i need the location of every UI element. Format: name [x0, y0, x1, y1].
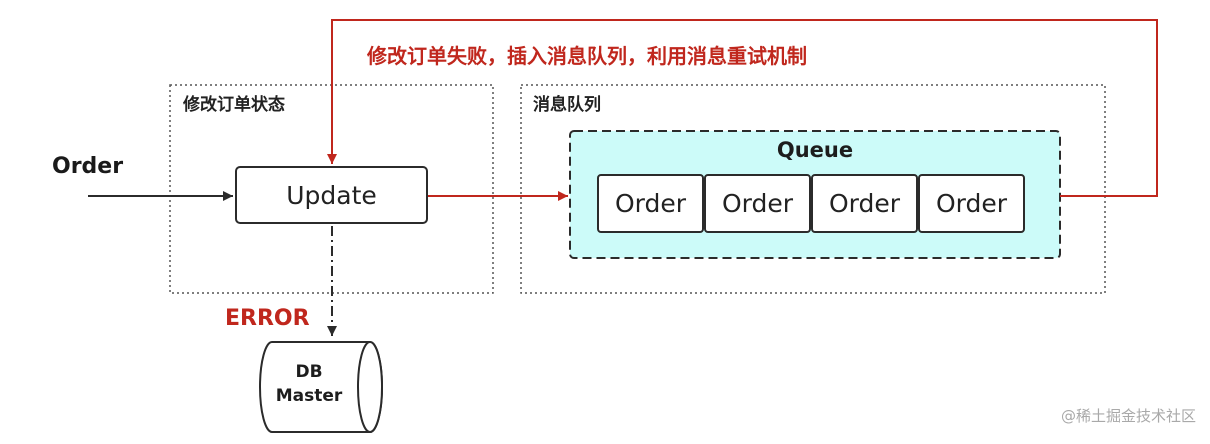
db-cylinder — [259, 341, 383, 433]
watermark: @稀土掘金技术社区 — [1060, 407, 1196, 425]
retry-loop-arrow — [327, 19, 1158, 197]
queue-order-item: Order — [811, 174, 918, 233]
db-label-line1: DB — [295, 362, 323, 382]
queue-group-box — [520, 84, 1106, 294]
order-input-label: Order — [52, 154, 124, 179]
retry-note: 修改订单失败，插入消息队列，利用消息重试机制 — [367, 44, 807, 68]
error-label: ERROR — [225, 306, 310, 331]
update-node: Update — [235, 166, 428, 224]
queue-order-item: Order — [704, 174, 811, 233]
update-group-label: 修改订单状态 — [183, 95, 285, 115]
db-label: DB Master — [262, 360, 356, 408]
queue-order-item: Order — [597, 174, 704, 233]
queue-group-label: 消息队列 — [533, 95, 601, 115]
update-label: Update — [286, 180, 377, 210]
queue-order-item: Order — [918, 174, 1025, 233]
queue-title: Queue — [776, 138, 854, 162]
db-label-line2: Master — [275, 386, 343, 406]
